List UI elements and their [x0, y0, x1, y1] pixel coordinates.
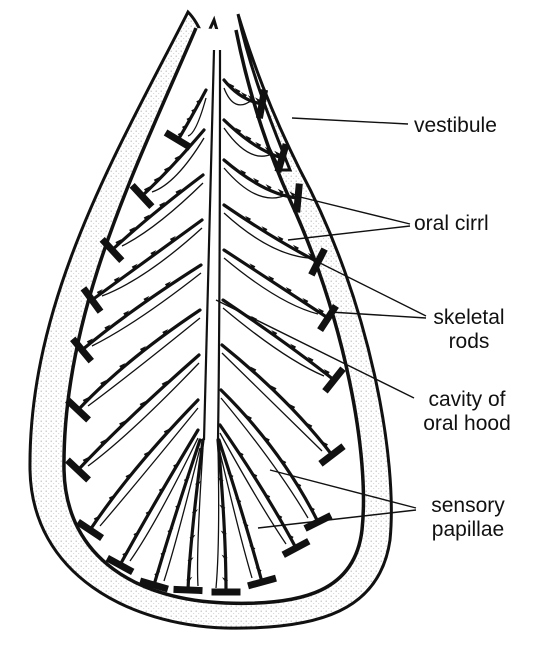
- label-vestibule-text: vestibule: [414, 114, 497, 138]
- label-skeletal-rods: skeletal rods: [432, 306, 506, 354]
- label-cavity-line1: cavity of: [418, 388, 516, 412]
- label-oral-cirri: oral cirrl: [414, 212, 489, 236]
- rod-end-bar: [177, 590, 199, 591]
- label-cavity-oral-hood: cavity of oral hood: [418, 388, 516, 436]
- label-vestibule: vestibule: [414, 114, 497, 138]
- label-skeletal-rods-line1: skeletal: [432, 306, 506, 330]
- label-papillae-line2: papillae: [420, 518, 516, 542]
- label-sensory-papillae: sensory papillae: [420, 494, 516, 542]
- label-skeletal-rods-line2: rods: [432, 330, 506, 354]
- leader-vestibule: [292, 118, 408, 124]
- label-cavity-line2: oral hood: [418, 412, 516, 436]
- rod-end-bar: [297, 187, 299, 209]
- label-oral-cirri-text: oral cirrl: [414, 212, 489, 236]
- label-papillae-line1: sensory: [420, 494, 516, 518]
- rod-end-bar: [279, 147, 285, 168]
- rod-end-bar: [260, 93, 264, 115]
- inner-cavity-wall: [64, 28, 363, 603]
